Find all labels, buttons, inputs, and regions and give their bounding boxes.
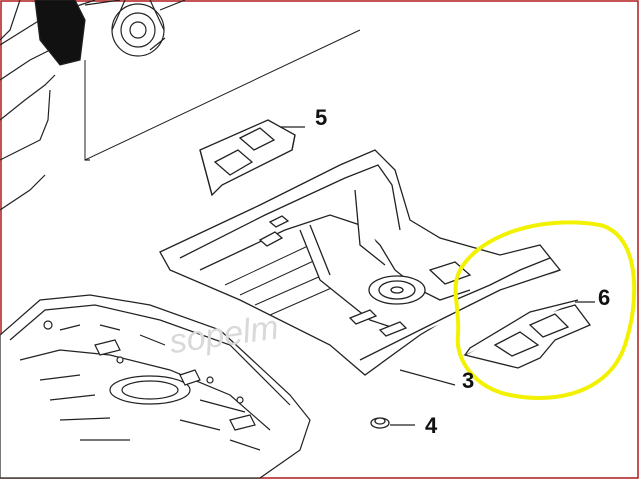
callout-4: 4	[425, 413, 438, 438]
callout-3: 3	[462, 368, 474, 393]
part-3-floor-pan	[159, 149, 562, 376]
part-4-plug	[370, 417, 390, 429]
part-5-panel	[199, 119, 296, 197]
vehicle-location-sketch	[0, 0, 361, 211]
floor-assembly-partial	[0, 294, 311, 479]
watermark: sopelm	[167, 308, 281, 361]
part-6-panel	[463, 299, 592, 369]
callout-5: 5	[315, 105, 327, 130]
leader-line-3	[399, 369, 456, 386]
callout-6: 6	[598, 285, 610, 310]
highlight-circle	[453, 220, 637, 400]
